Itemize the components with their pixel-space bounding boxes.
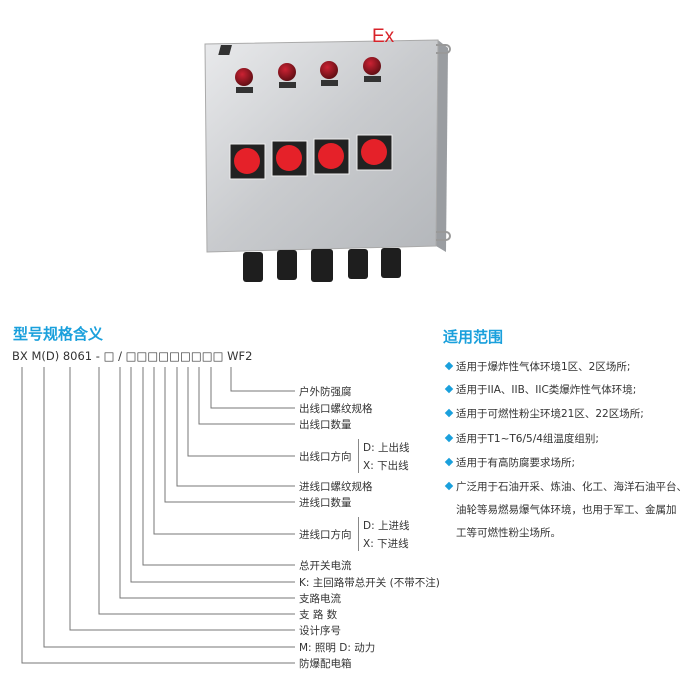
code-dash: -	[95, 349, 100, 363]
code-design: 8061	[62, 349, 93, 363]
label-in-thread: 进线口螺纹规格	[299, 481, 373, 493]
label-in-qty: 进线口数量	[299, 497, 352, 509]
label-branch-count: 支 路 数	[299, 609, 338, 621]
code-suffix: WF2	[227, 349, 253, 363]
label-in-dir-d: D: 上进线	[363, 520, 410, 532]
label-main-switch: K: 主回路带总开关 (不带不注)	[299, 577, 440, 589]
model-code: BX M(D) 8061 - □ / □□□□□□□□□ WF2	[12, 349, 252, 363]
rotary-switches	[229, 134, 393, 180]
code-md: M(D)	[31, 349, 60, 363]
scope-item: 广泛用于石油开采、炼油、化工、海洋石油平台、	[456, 481, 687, 493]
label-main-current: 总开关电流	[299, 560, 352, 572]
indicator-lamps	[235, 57, 381, 93]
ex-mark: Ex	[372, 26, 395, 47]
code-branch-box: □	[103, 349, 115, 363]
label-in-dir-x: X: 下进线	[363, 538, 409, 550]
label-out-dir-x: X: 下出线	[363, 460, 409, 472]
label-outdoor: 户外防强腐	[299, 386, 352, 398]
label-usage: M: 照明 D: 动力	[299, 642, 376, 654]
scope-item: 适用于IIA、IIB、IIC类爆炸性气体环境;	[456, 384, 637, 396]
cable-glands	[243, 248, 401, 282]
distribution-box-image: Ex	[204, 26, 451, 282]
code-boxes: □□□□□□□□□	[125, 349, 224, 363]
scope-item-continuation: 油轮等易燃易爆气体环境，也用于军工、金属加	[456, 504, 677, 516]
label-out-qty: 出线口数量	[299, 419, 352, 431]
scope-item: 适用于有高防腐要求场所;	[456, 457, 576, 469]
label-design-no: 设计序号	[299, 625, 341, 637]
label-out-thread: 出线口螺纹规格	[299, 403, 373, 415]
label-box-type: 防爆配电箱	[299, 658, 352, 670]
scope-section-title: 适用范围	[443, 328, 504, 346]
label-out-dir-d: D: 上出线	[363, 442, 410, 454]
code-bx: BX	[12, 349, 28, 363]
model-section-title: 型号规格含义	[13, 325, 104, 343]
label-branch-current: 支路电流	[299, 593, 341, 605]
scope-item: 适用于可燃性粉尘环境21区、22区场所;	[456, 408, 644, 420]
logo-icon	[218, 45, 232, 55]
label-out-dir: 出线口方向	[299, 451, 352, 463]
scope-item-continuation: 工等可燃性粉尘场所。	[456, 527, 561, 539]
scope-item: 适用于爆炸性气体环境1区、2区场所;	[456, 361, 631, 373]
code-slash: /	[118, 349, 123, 363]
label-in-dir: 进线口方向	[299, 529, 352, 541]
scope-item: 适用于T1~T6/5/4组温度组别;	[456, 433, 599, 445]
